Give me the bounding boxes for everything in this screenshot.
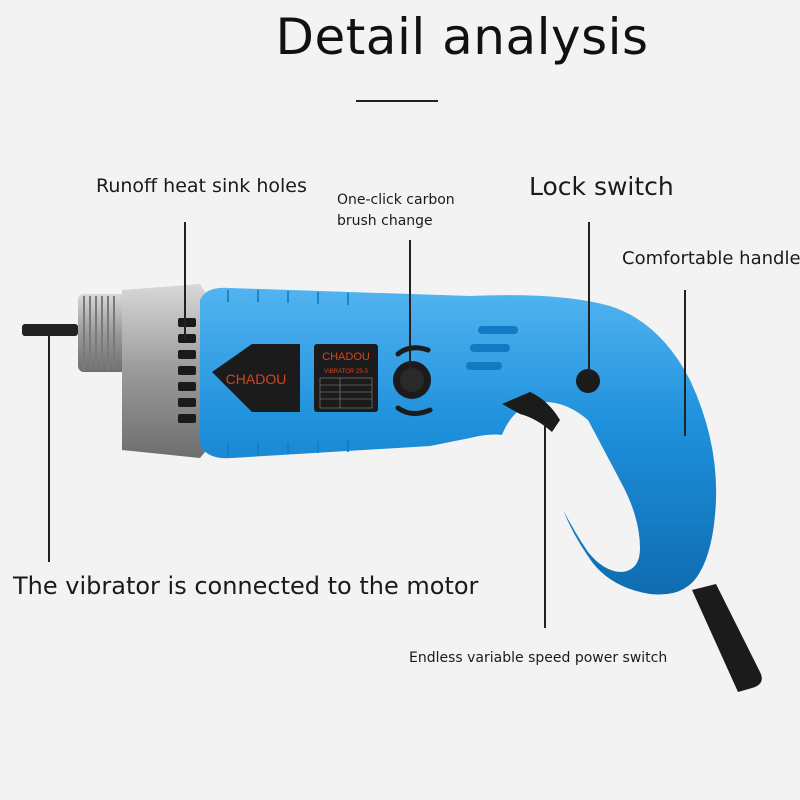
carbon-brush-cap xyxy=(393,345,433,416)
brand-badge xyxy=(212,344,300,412)
callout-line-speed xyxy=(544,426,546,628)
body-ribs xyxy=(227,290,349,456)
threaded-coupling xyxy=(78,294,126,372)
page-title: Detail analysis xyxy=(275,8,649,66)
power-trigger xyxy=(502,392,560,432)
handle-opening xyxy=(498,402,640,572)
label-carbon-brush-line2: brush change xyxy=(337,213,433,229)
gear-housing xyxy=(122,284,210,458)
label-carbon-brush-line1: One-click carbon xyxy=(337,192,455,208)
label-runoff-heat-sink-holes: Runoff heat sink holes xyxy=(96,175,307,197)
label-vibrator-connection: The vibrator is connected to the motor xyxy=(13,572,479,600)
callout-line-runoff xyxy=(184,222,186,340)
spec-plate-model: VIBRATOR 25-3 xyxy=(324,369,368,375)
cable-strain-relief xyxy=(692,584,762,692)
spec-plate-brand: CHADOU xyxy=(322,351,370,363)
spec-plate-rows xyxy=(319,377,373,409)
callout-line-vibrator xyxy=(48,336,50,562)
title-underline xyxy=(356,100,438,102)
hex-shaft xyxy=(22,324,78,336)
label-variable-speed-switch: Endless variable speed power switch xyxy=(409,650,668,666)
vent-slots xyxy=(466,326,518,370)
label-lock-switch: Lock switch xyxy=(529,172,674,201)
brand-badge-text: CHADOU xyxy=(226,371,287,387)
callout-line-carbon xyxy=(409,240,411,370)
callout-line-lock xyxy=(588,222,590,370)
label-comfortable-handle: Comfortable handle xyxy=(622,248,800,269)
heat-sink-holes xyxy=(178,318,196,423)
lock-switch-button xyxy=(576,369,600,393)
label-carbon-brush: One-click carbon brush change xyxy=(337,190,455,232)
callout-line-handle xyxy=(684,290,686,436)
